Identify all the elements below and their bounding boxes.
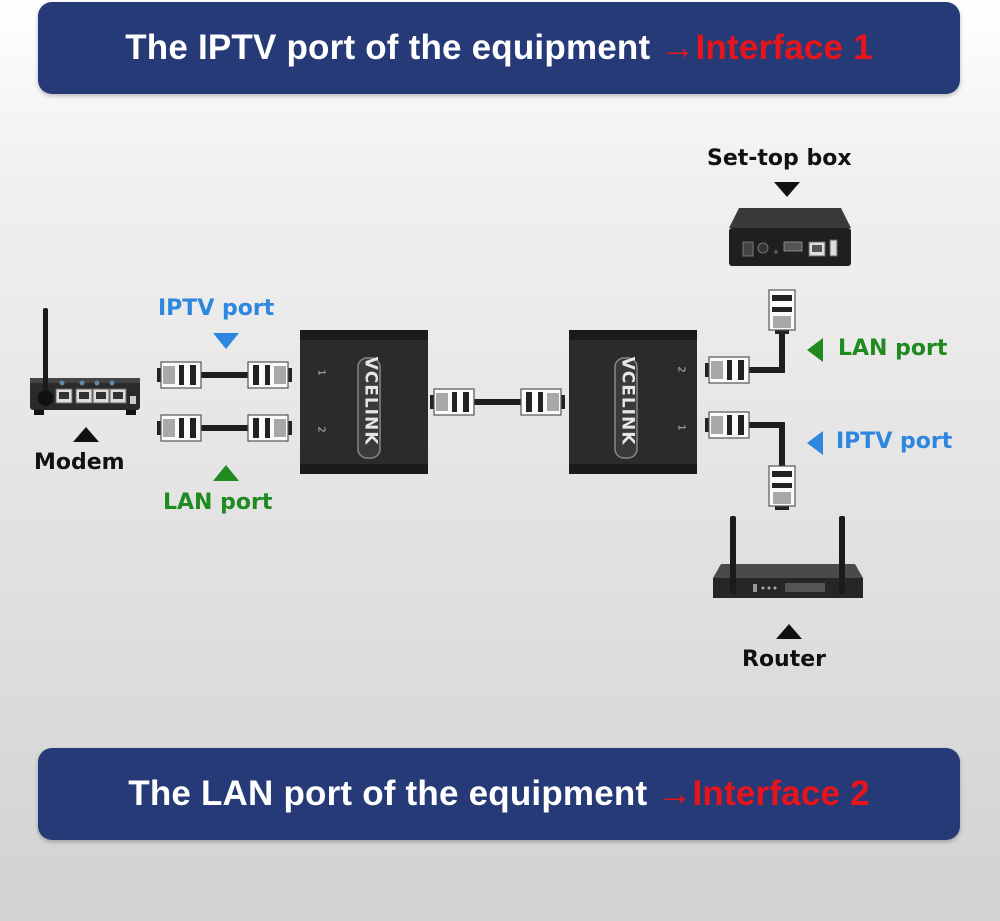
cable-right-bottom — [748, 422, 785, 470]
router-icon — [713, 516, 863, 598]
router-label: Router — [742, 647, 827, 672]
rj45-connector — [156, 361, 202, 389]
rj45-connector — [704, 356, 750, 384]
modem-label: Modem — [34, 450, 125, 475]
cable-right-top — [748, 322, 785, 373]
bottom-banner-accent: →Interface 2 — [657, 774, 870, 813]
splitter-left-port-2: 2 — [315, 426, 327, 433]
left-iptv-arrow-icon — [213, 333, 239, 349]
right-iptv-arrow-icon — [807, 431, 823, 455]
modem-icon — [30, 308, 140, 415]
top-banner: The IPTV port of the equipment →Interfac… — [38, 2, 960, 94]
modem-pointer-icon — [73, 427, 99, 442]
top-banner-accent: →Interface 1 — [660, 28, 873, 67]
set-top-box-pointer-icon — [774, 182, 800, 197]
rj45-connector-vertical — [768, 289, 796, 335]
splitter-right-icon — [569, 330, 697, 474]
splitter-left-port-1: 1 — [315, 369, 327, 376]
router-pointer-icon — [776, 624, 802, 639]
set-top-box-label: Set-top box — [707, 146, 852, 171]
splitter-right-port-1: 1 — [675, 424, 687, 431]
rj45-connector — [704, 411, 750, 439]
right-lan-arrow-icon — [807, 338, 823, 362]
bottom-banner-text: The LAN port of the equipment →Interface… — [128, 774, 870, 813]
top-banner-text: The IPTV port of the equipment →Interfac… — [125, 28, 873, 67]
set-top-box-icon — [729, 208, 851, 266]
rj45-connector — [156, 414, 202, 442]
left-lan-port-label: LAN port — [163, 490, 273, 515]
rj45-connector — [247, 361, 293, 389]
left-iptv-port-label: IPTV port — [158, 296, 275, 321]
rj45-connector — [247, 414, 293, 442]
left-lan-arrow-icon — [213, 465, 239, 481]
splitter-left-brand: VCELINK — [360, 356, 381, 446]
right-iptv-port-label: IPTV port — [836, 429, 953, 454]
rj45-connector-vertical — [768, 465, 796, 511]
bottom-banner: The LAN port of the equipment →Interface… — [38, 748, 960, 840]
splitter-right-brand: VCELINK — [617, 356, 638, 446]
rj45-connector — [429, 388, 475, 416]
splitter-right-port-2: 2 — [675, 366, 687, 373]
right-lan-port-label: LAN port — [838, 336, 948, 361]
rj45-connector — [520, 388, 566, 416]
splitter-left-icon — [300, 330, 428, 474]
